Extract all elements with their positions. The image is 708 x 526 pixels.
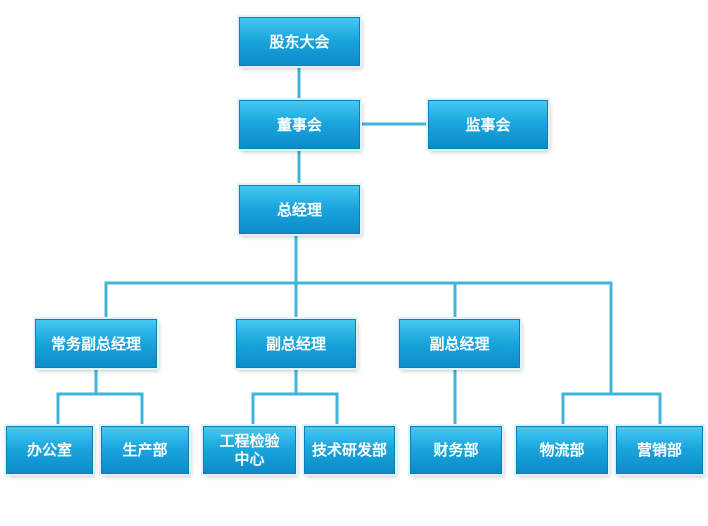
node-logistics[interactable]: 物流部	[516, 426, 608, 474]
node-board[interactable]: 董事会	[239, 100, 360, 149]
node-finance[interactable]: 财务部	[410, 426, 502, 474]
node-shareholders[interactable]: 股东大会	[239, 17, 360, 66]
node-general-manager[interactable]: 总经理	[239, 185, 360, 234]
node-supervisors[interactable]: 监事会	[428, 100, 548, 149]
node-vp-3[interactable]: 副总经理	[399, 319, 520, 368]
node-production[interactable]: 生产部	[101, 426, 189, 474]
node-marketing[interactable]: 营销部	[616, 426, 703, 474]
node-vp-executive[interactable]: 常务副总经理	[35, 319, 157, 368]
node-office[interactable]: 办公室	[6, 426, 93, 474]
node-rnd[interactable]: 技术研发部	[304, 426, 395, 474]
node-vp-2[interactable]: 副总经理	[236, 319, 356, 368]
node-inspection[interactable]: 工程检验 中心	[203, 426, 296, 474]
